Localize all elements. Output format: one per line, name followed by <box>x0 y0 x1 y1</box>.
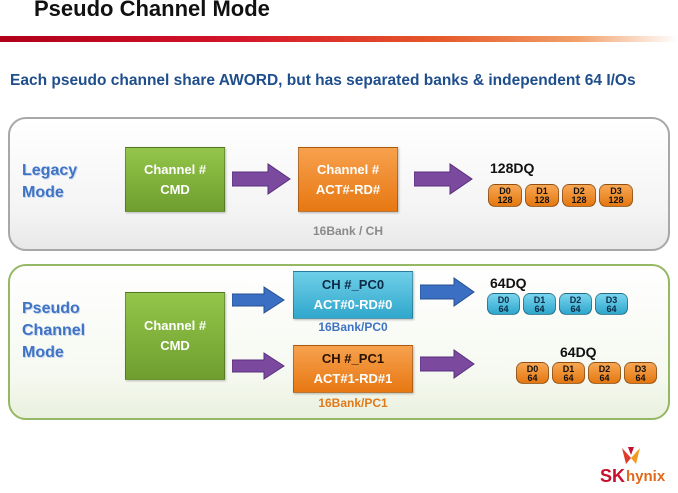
pc1-to-dq-arrow <box>420 349 475 379</box>
pc0-box: CH #_PC0 ACT#0-RD#0 <box>293 271 413 319</box>
legacy-arrow-2 <box>414 163 473 195</box>
chip-name: D1 <box>536 186 548 196</box>
chip-name: D0 <box>499 186 511 196</box>
chip-name: D2 <box>598 364 611 374</box>
legacy-arrow-1 <box>232 163 291 195</box>
pc1-box-line2: ACT#1-RD#1 <box>313 371 393 386</box>
chip-name: D1 <box>533 295 546 305</box>
pc0-bank-label: 16Bank/PC0 <box>318 320 388 334</box>
chip-name: D3 <box>610 186 622 196</box>
legacy-mode-label: Legacy Mode <box>22 160 77 204</box>
pseudo-mode-label-line2: Channel <box>22 322 86 339</box>
legacy-mode-label-line2: Mode <box>22 184 64 201</box>
pc1-dq-label: 64DQ <box>560 344 597 360</box>
logo-hynix-text: hynix <box>626 468 666 485</box>
legacy-bank-label: 16Bank / CH <box>312 224 384 238</box>
pseudo-mode-label: Pseudo Channel Mode <box>22 298 85 364</box>
page-title: Pseudo Channel Mode <box>34 0 270 21</box>
chip-width: 64 <box>599 373 610 383</box>
header-red-bar <box>0 36 678 42</box>
legacy-cmd-box: Channel # CMD <box>125 147 225 212</box>
pc0-dq-label: 64DQ <box>490 275 527 291</box>
chip-width: 64 <box>570 304 581 314</box>
logo-sk-text: SK <box>600 466 626 486</box>
chip-width: 64 <box>527 373 538 383</box>
chip-width: 128 <box>571 195 587 205</box>
chip-name: D2 <box>569 295 582 305</box>
logo-butterfly-icon <box>622 447 640 464</box>
legacy-act-box-line2: ACT#-RD# <box>315 181 381 197</box>
pc1-bank-label: 16Bank/PC1 <box>318 396 388 410</box>
pc1-box: CH #_PC1 ACT#1-RD#1 <box>293 345 413 393</box>
pseudo-cmd-box-line2: CMD <box>160 338 190 353</box>
pseudo-cmd-box: Channel # CMD <box>125 292 225 380</box>
pseudo-mode-label-line3: Mode <box>22 344 64 361</box>
chip-name: D2 <box>573 186 585 196</box>
slide-subtitle: Each pseudo channel share AWORD, but has… <box>10 72 636 89</box>
chip-name: D3 <box>605 295 618 305</box>
chip-width: 64 <box>498 304 509 314</box>
pseudo-cmd-box-line1: Channel # <box>143 318 207 333</box>
legacy-cmd-box-line1: Channel # <box>143 161 207 177</box>
chip-width: 64 <box>606 304 617 314</box>
chip-width: 128 <box>534 195 550 205</box>
chip-width: 64 <box>563 373 574 383</box>
legacy-act-box-line1: Channel # <box>316 161 380 177</box>
pc0-box-line2: ACT#0-RD#0 <box>313 297 393 312</box>
pc1-box-line1: CH #_PC1 <box>321 351 385 366</box>
pseudo-arrow-to-pc1 <box>232 352 285 380</box>
legacy-act-box: Channel # ACT#-RD# <box>298 147 398 212</box>
chip-name: D3 <box>634 364 647 374</box>
pseudo-mode-label-line1: Pseudo <box>22 300 80 317</box>
chip-name: D0 <box>526 364 539 374</box>
pc0-to-dq-arrow <box>420 277 475 307</box>
chip-width: 64 <box>635 373 646 383</box>
legacy-dq-label: 128DQ <box>490 160 535 176</box>
pc0-box-line1: CH #_PC0 <box>321 277 385 292</box>
sk-hynix-logo: SK hynix <box>596 446 674 486</box>
chip-width: 128 <box>497 195 513 205</box>
chip-width: 64 <box>534 304 545 314</box>
chip-width: 128 <box>608 195 624 205</box>
legacy-mode-label-line1: Legacy <box>22 162 78 179</box>
legacy-cmd-box-line2: CMD <box>160 181 190 197</box>
pseudo-arrow-to-pc0 <box>232 286 285 314</box>
chip-name: D1 <box>562 364 575 374</box>
chip-name: D0 <box>497 295 510 305</box>
